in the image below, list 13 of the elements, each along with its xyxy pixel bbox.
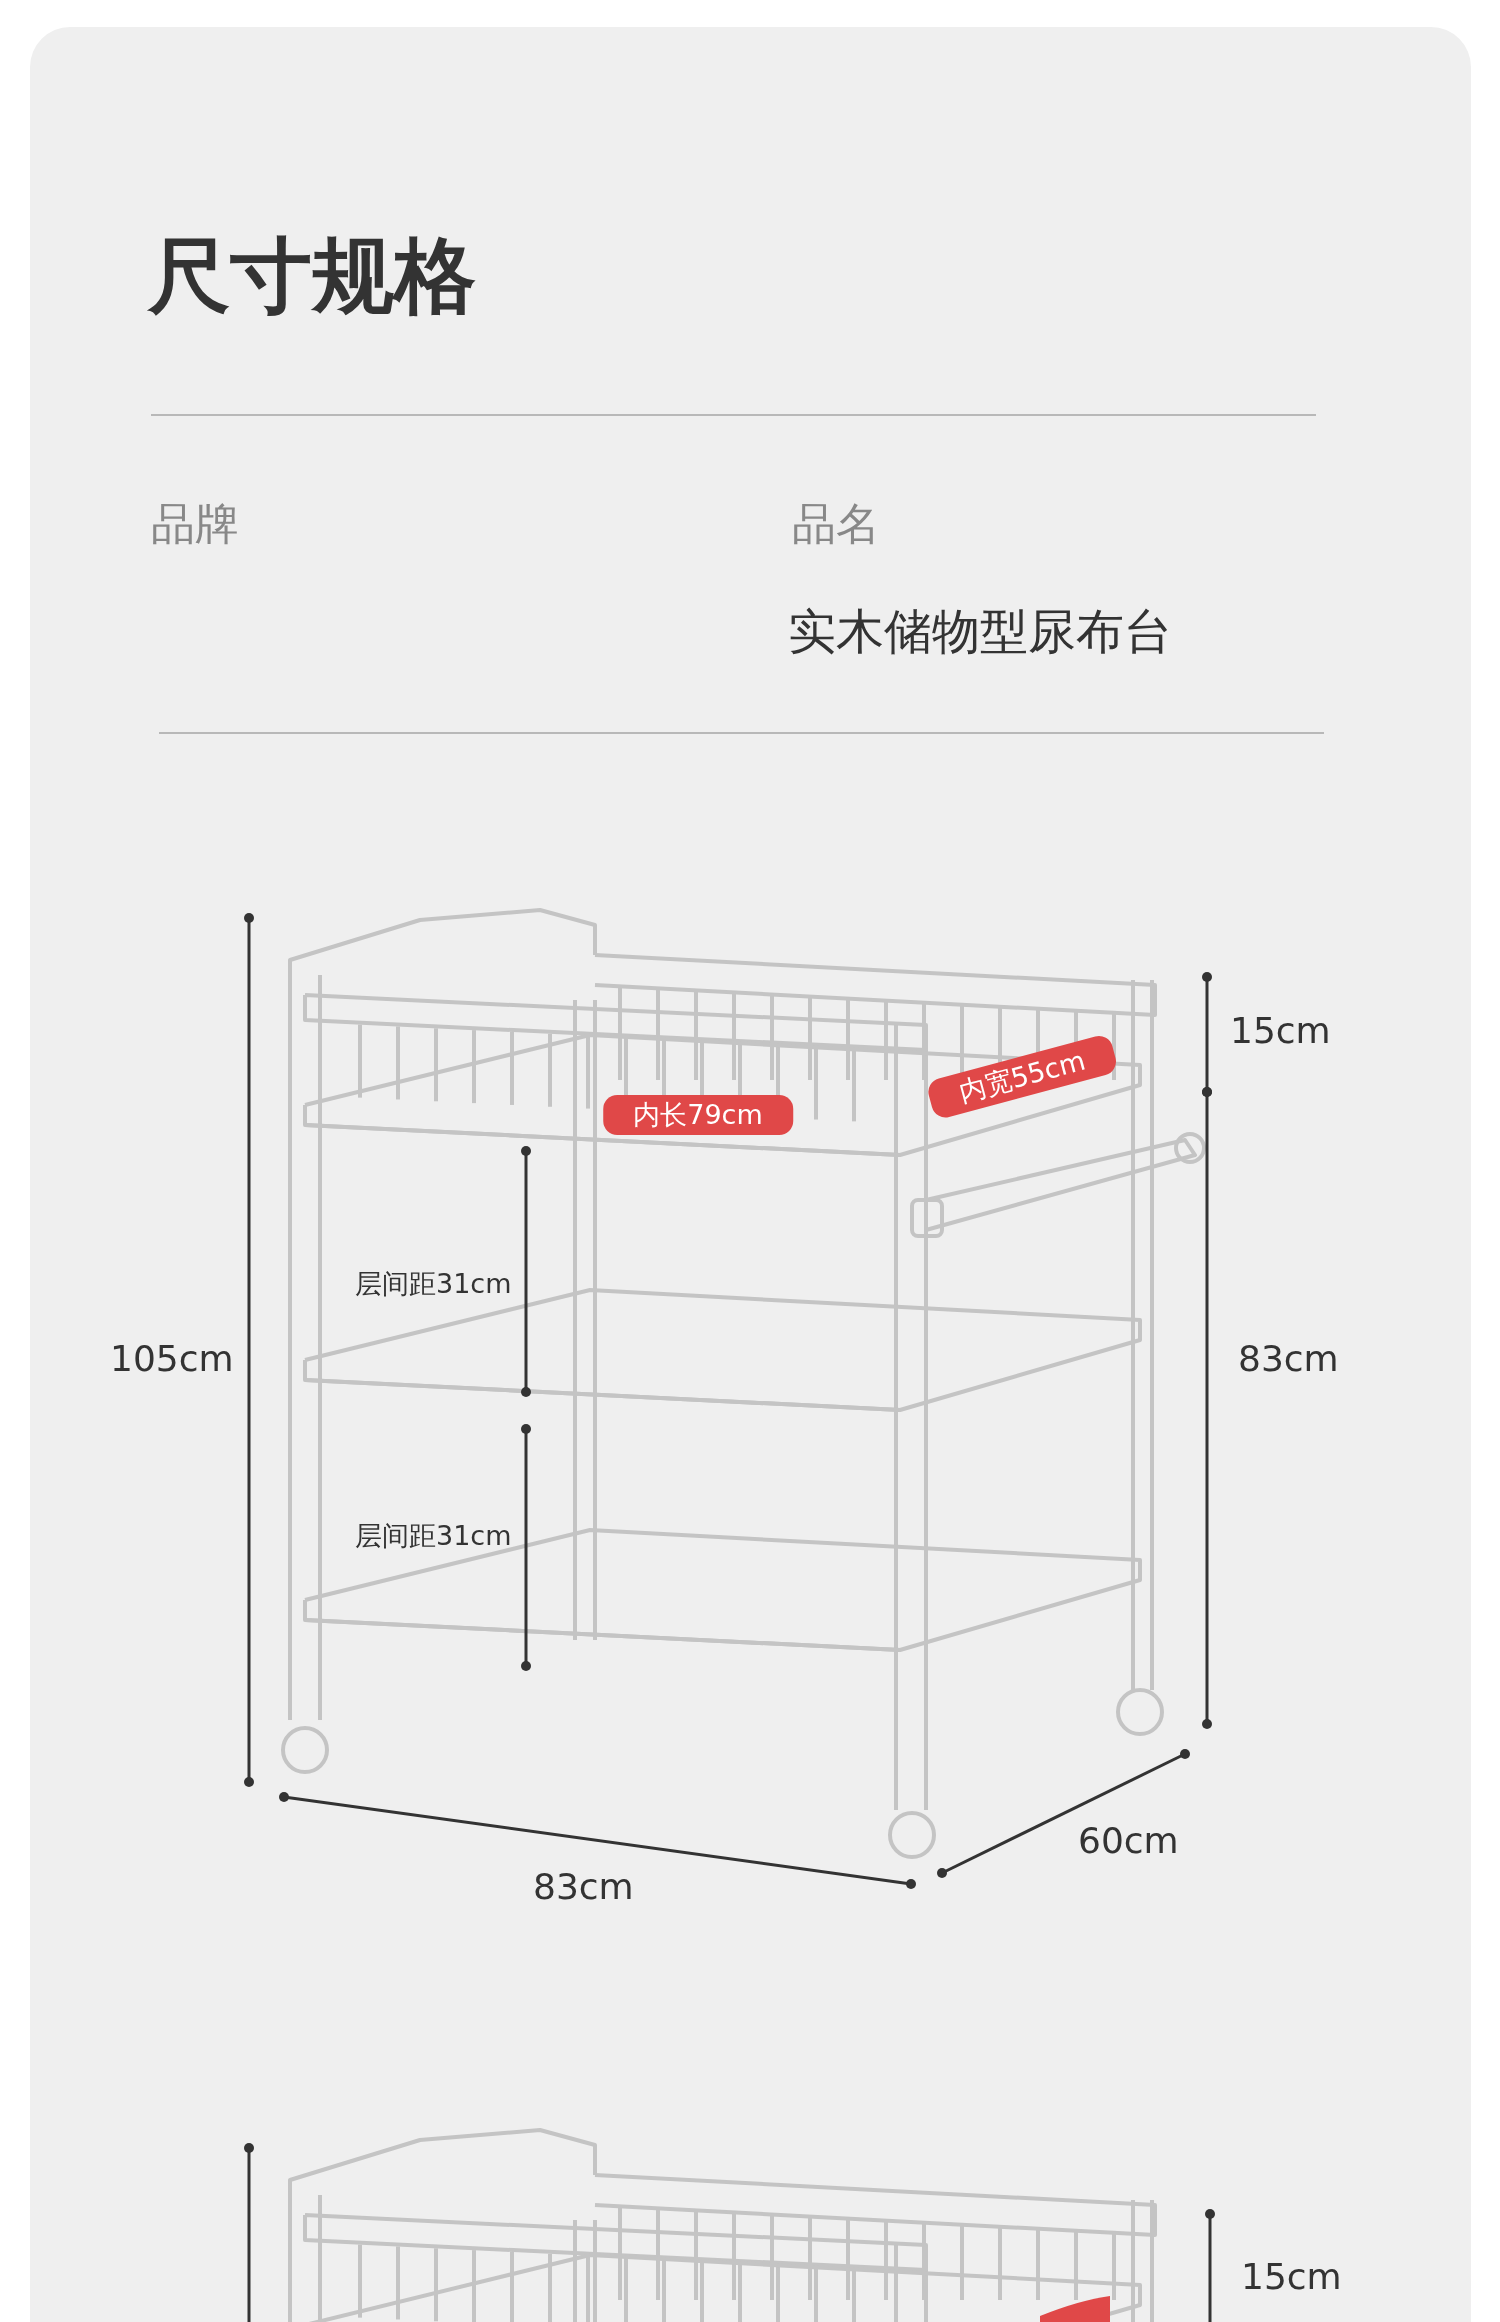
dimension-label: 83cm [1238,1338,1339,1379]
dimension-label: 15cm [1241,2256,1342,2297]
field-label: 品牌 [151,497,239,551]
dimension-label: 105cm [110,1338,234,1379]
dimension-label: 83cm [533,1866,634,1907]
dimension-label: 内长79cm [603,1095,793,1135]
dimension-label: 60cm [1078,1820,1179,1861]
dimension-label: 15cm [1230,1010,1331,1051]
dimension-label: 层间距31cm [355,1267,512,1301]
page-title: 尺寸规格 [148,227,476,325]
field-label: 品名 [792,497,880,551]
field-value: 实木储物型尿布台 [788,602,1172,661]
dimension-label: 层间距31cm [355,1519,512,1553]
